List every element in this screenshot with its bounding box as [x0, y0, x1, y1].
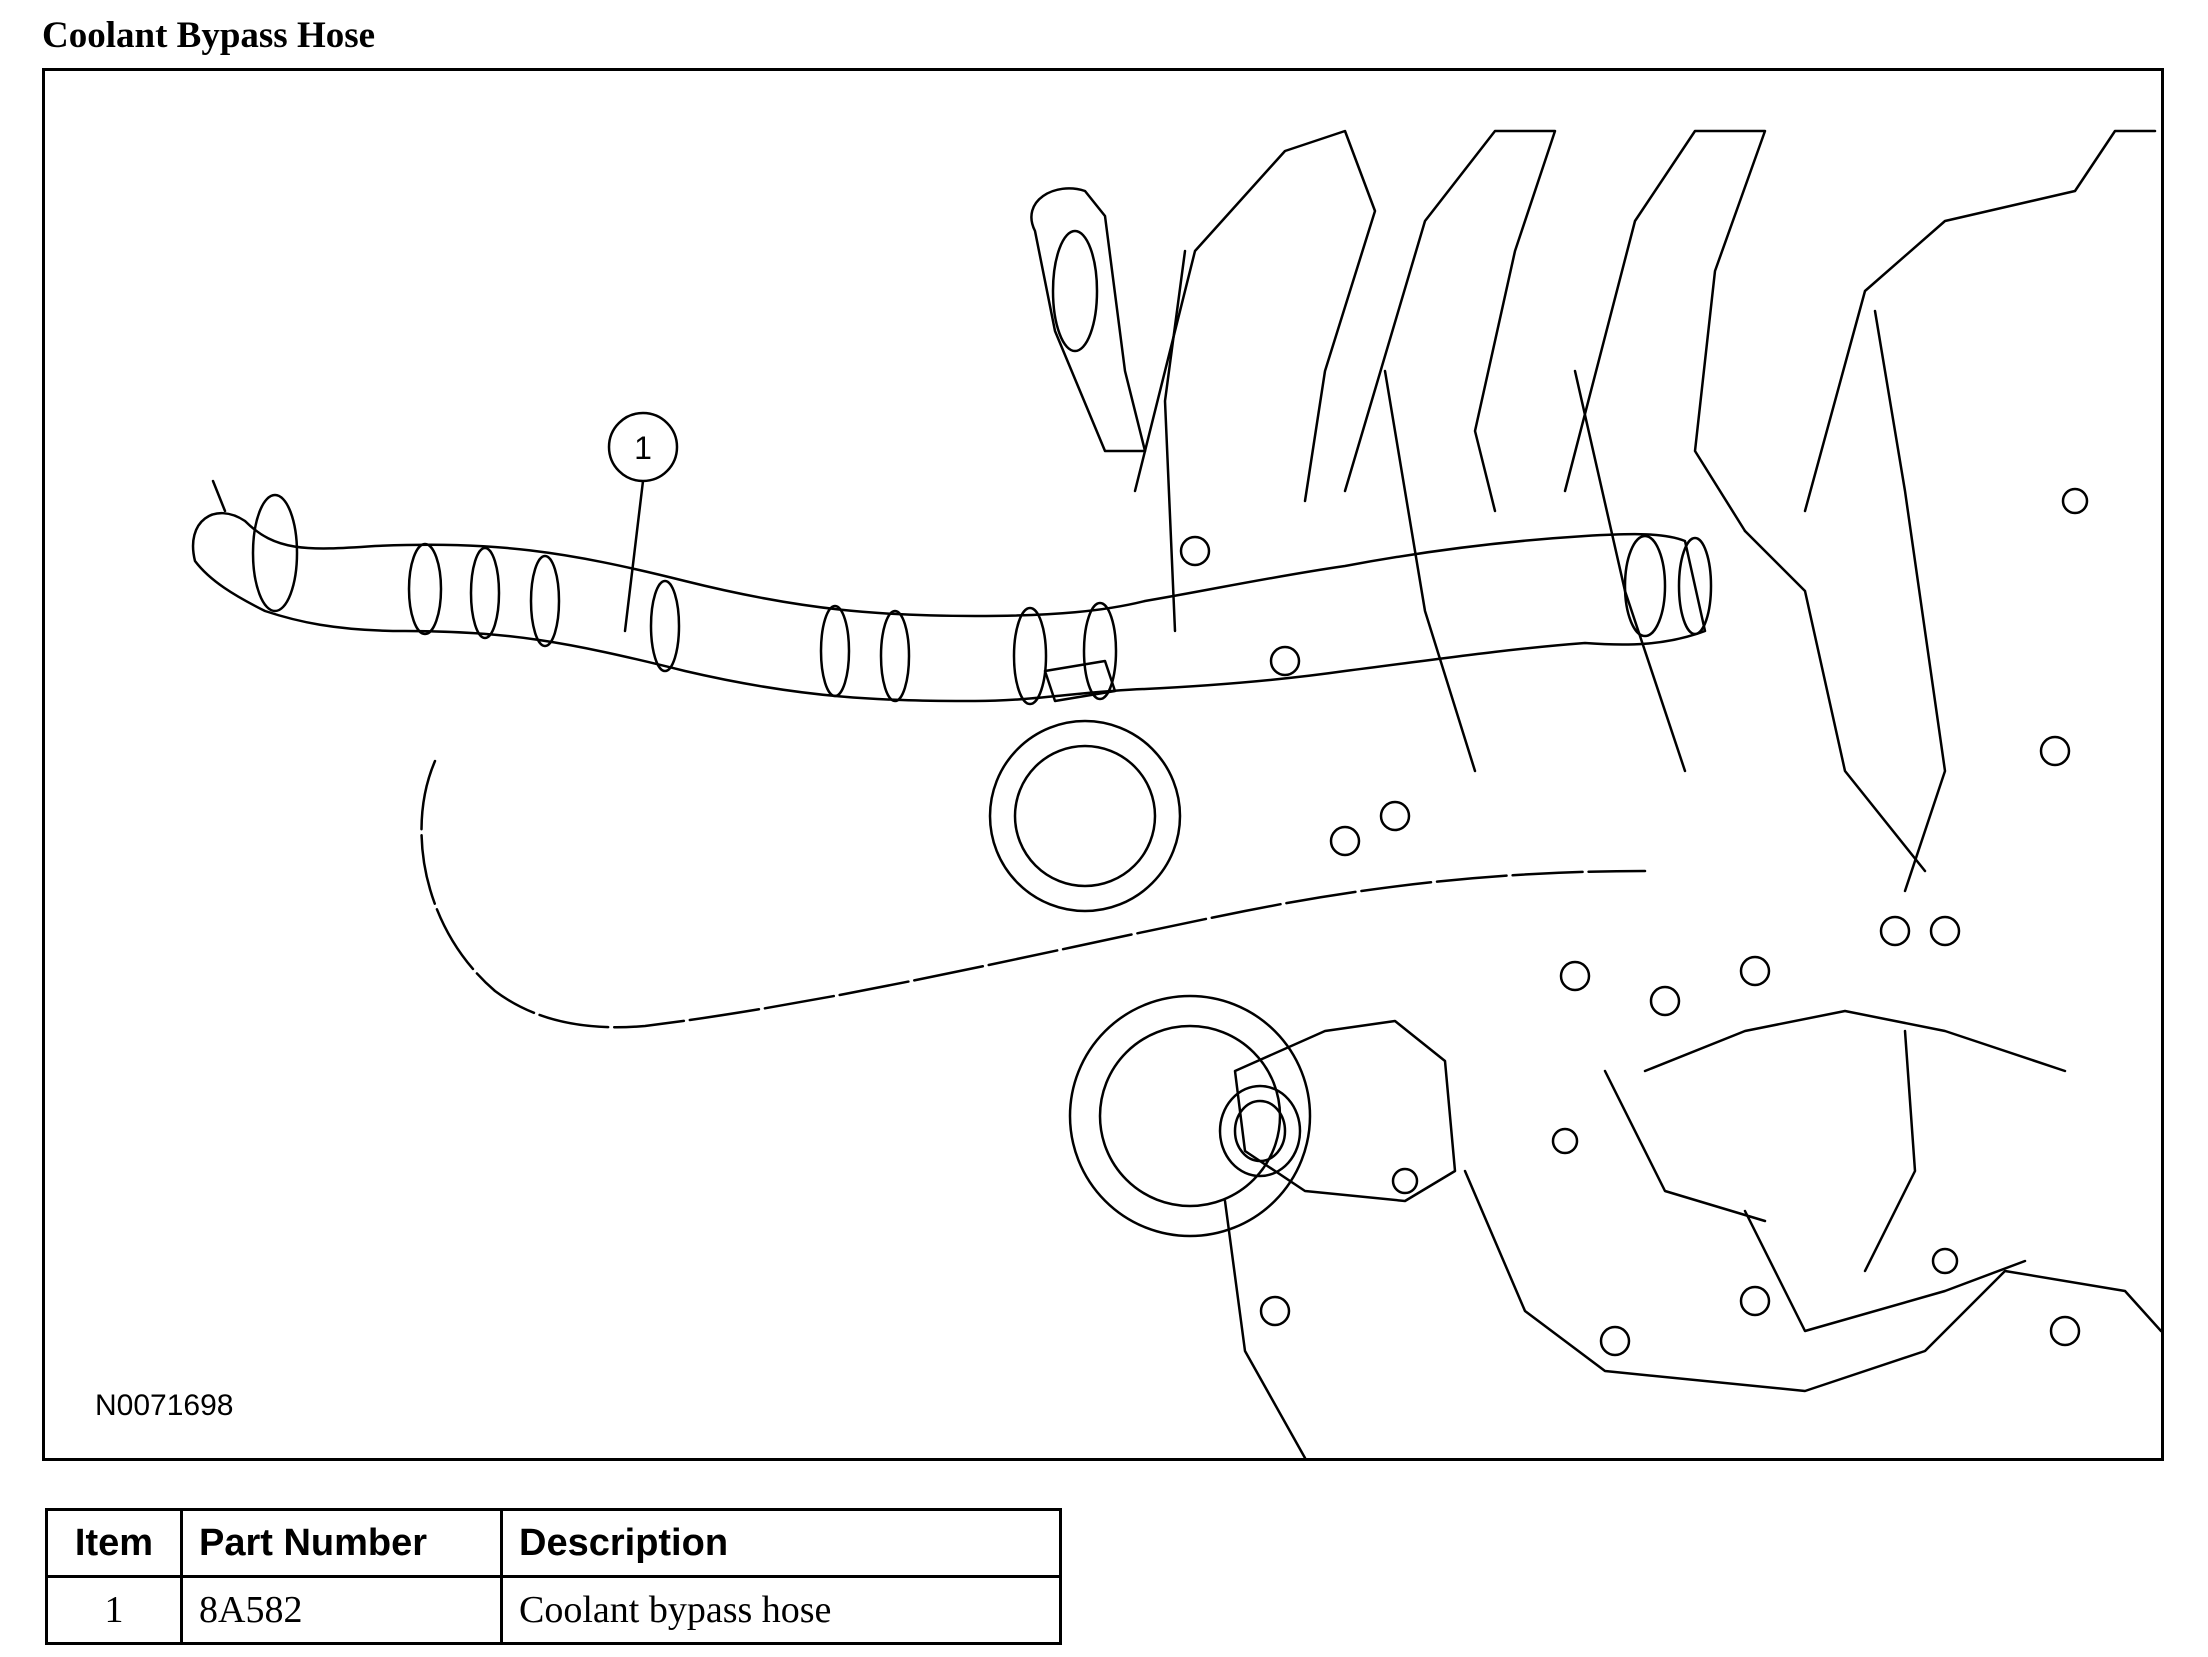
callout-number: 1 — [634, 430, 652, 466]
lower-pulley — [1068, 994, 1312, 1238]
cell-part-number: 8A582 — [180, 1575, 503, 1645]
page-title: Coolant Bypass Hose — [42, 15, 376, 56]
bypass-hose-body — [191, 511, 1707, 703]
header-part-number: Part Number — [180, 1508, 503, 1578]
pipe-stub — [1043, 659, 1117, 703]
header-description: Description — [500, 1508, 1062, 1578]
table-header-row: Item Part Number Description — [45, 1508, 1062, 1578]
table-row: 1 8A582 Coolant bypass hose — [45, 1575, 1062, 1645]
callout-leader — [623, 479, 645, 633]
pulley — [988, 719, 1182, 913]
thermostat-housing — [1233, 1019, 1457, 1203]
figure-code: N0071698 — [95, 1389, 234, 1422]
lifting-bracket — [1030, 187, 1147, 453]
header-item: Item — [45, 1508, 183, 1578]
parts-table: Item Part Number Description 1 8A582 Coo… — [45, 1508, 1062, 1645]
routing-line — [420, 759, 1647, 1029]
line-drawing: 1 — [191, 129, 2161, 1458]
engine-illustration: 1 N0071698 — [42, 68, 2164, 1461]
cell-description: Coolant bypass hose — [500, 1575, 1062, 1645]
cell-item: 1 — [45, 1575, 183, 1645]
callout-circle — [607, 411, 679, 483]
intake-manifold-outline — [1133, 129, 1377, 503]
